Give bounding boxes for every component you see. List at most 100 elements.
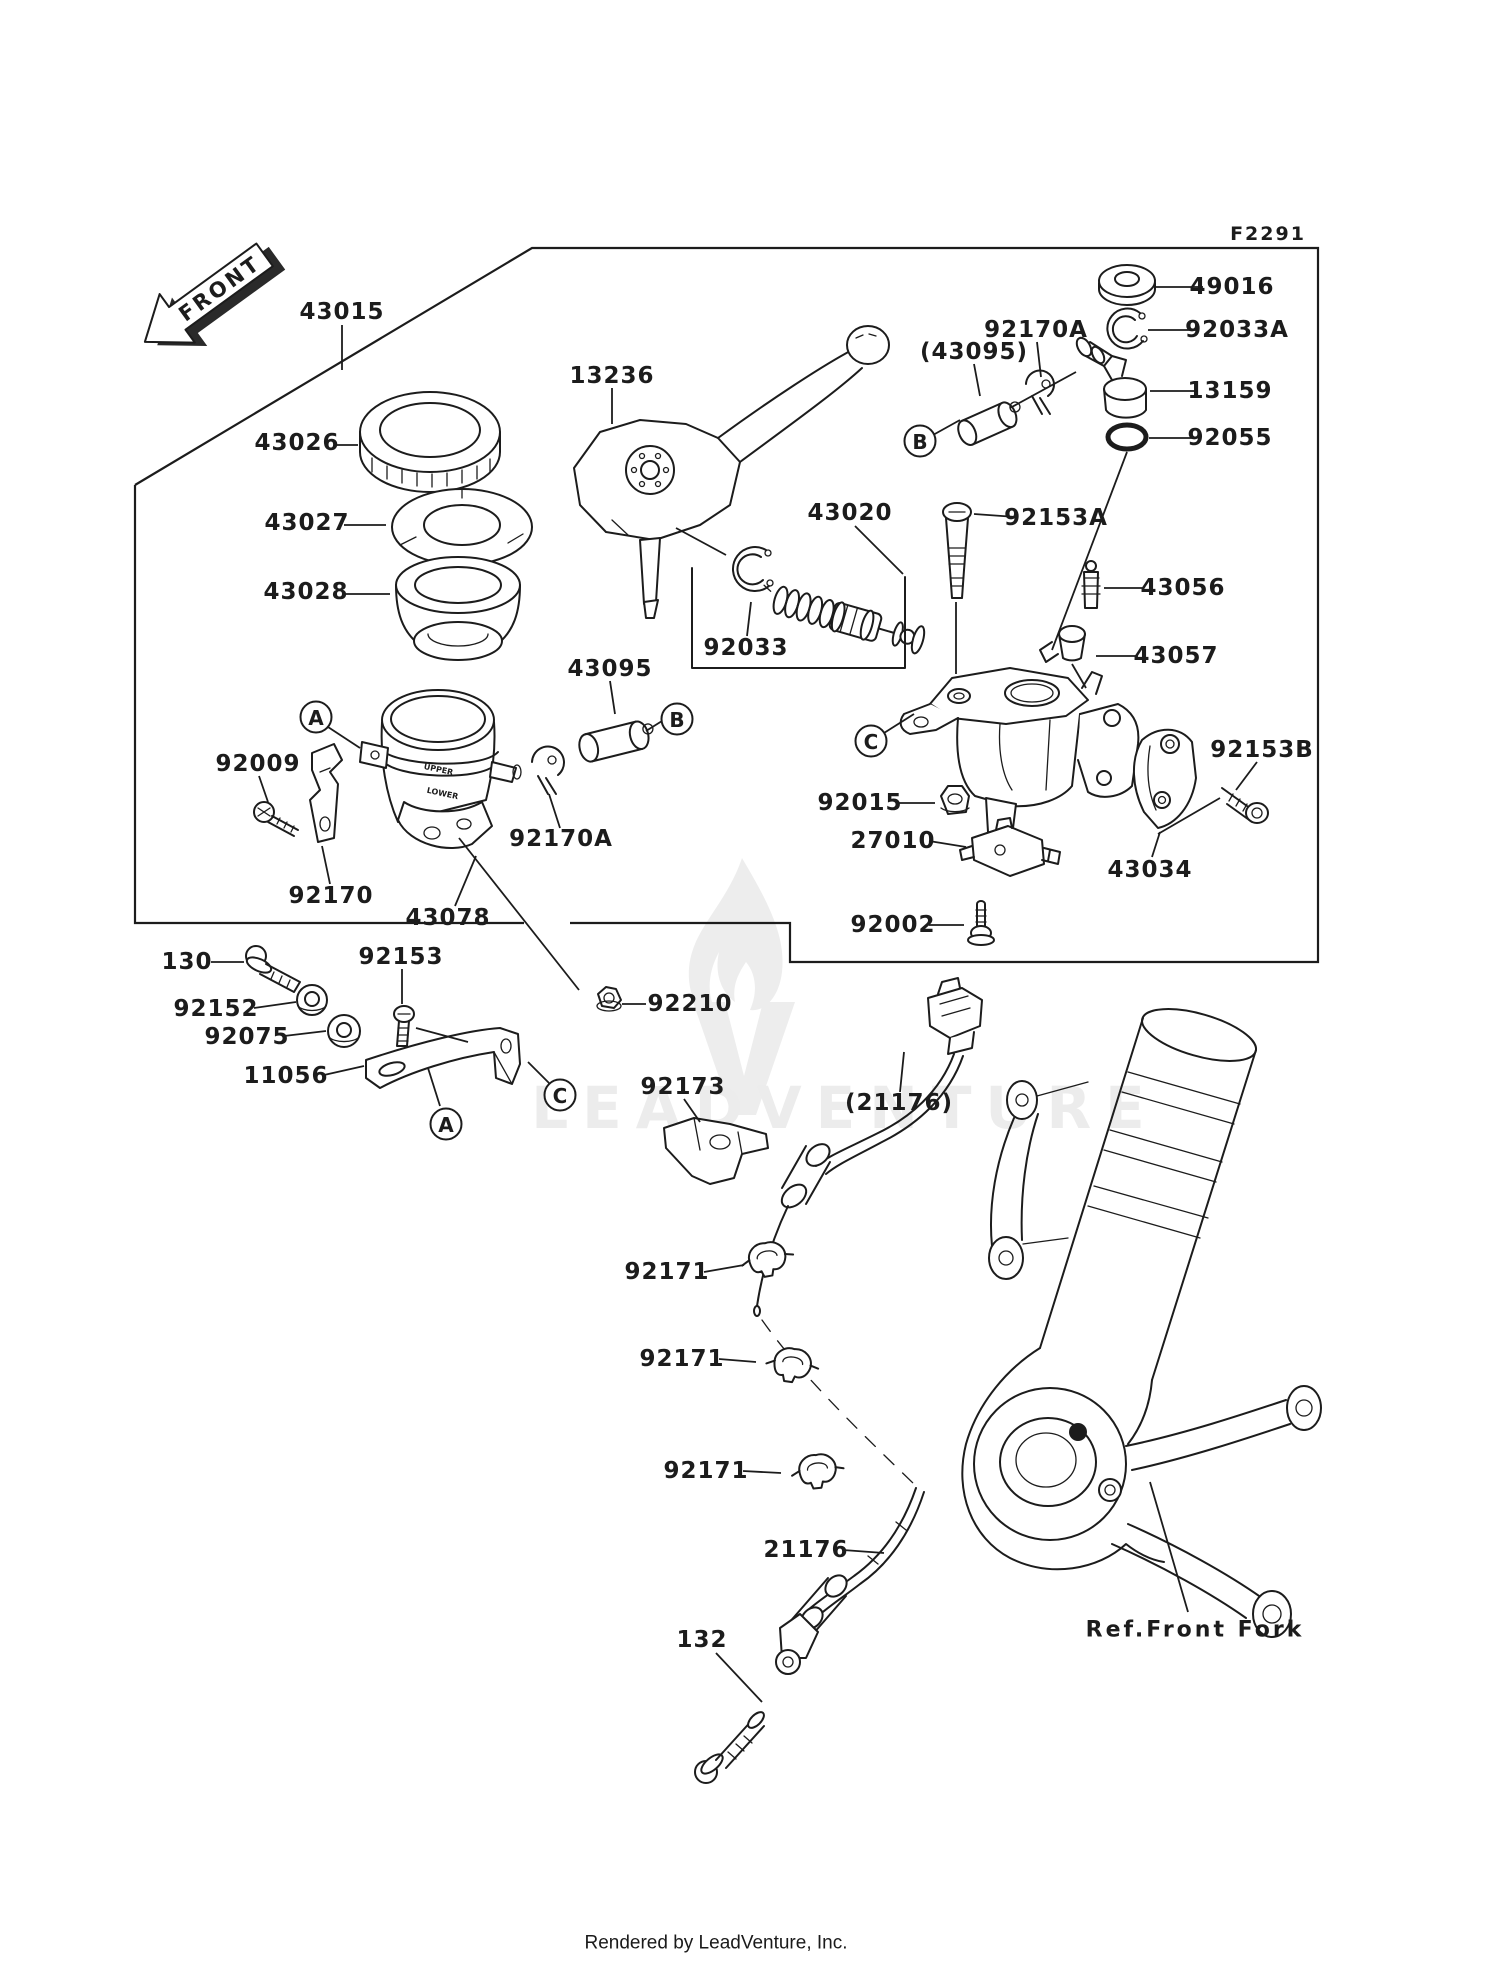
drawing-27010-switch [959, 817, 1061, 877]
drawing-43020-piston [763, 584, 926, 655]
drawing-92152-grommet [296, 984, 328, 1016]
callout-letter-A: A [429, 1107, 463, 1141]
drawing-43095-hose-top [957, 401, 1021, 446]
part-label-92153B: 92153B [1210, 737, 1314, 763]
svg-text:B: B [912, 430, 927, 454]
part-label-43027: 43027 [264, 510, 349, 536]
part-label-92153A: 92153A [1004, 505, 1108, 531]
drawing-92153b-screw [1221, 787, 1269, 824]
drawing-92170-bracket [309, 743, 343, 843]
drawing-21176-sensor-lower [775, 1487, 925, 1675]
drawing-92033a-snap-ring [1106, 307, 1148, 350]
drawing-43078-reservoir: UPPER LOWER [359, 689, 522, 849]
ref-front-fork-label: Ref.Front Fork [1086, 1618, 1305, 1643]
part-label-92171: 92171 [639, 1346, 724, 1372]
svg-text:B: B [669, 708, 684, 732]
callout-letter-A: A [299, 700, 333, 734]
watermark-logo [688, 858, 795, 1115]
part-label-92075: 92075 [204, 1024, 289, 1050]
part-label-21176: 21176 [763, 1537, 848, 1563]
drawing-43057-cap [1039, 625, 1086, 663]
svg-text:A: A [308, 706, 324, 730]
part-label-11056: 11056 [243, 1063, 328, 1089]
part-label-92210: 92210 [647, 991, 732, 1017]
part-label-92009: 92009 [215, 751, 300, 777]
drawing-43056-bleeder [1081, 560, 1101, 609]
drawing-130-bolt [245, 945, 301, 993]
footer-credit: Rendered by LeadVenture, Inc. [584, 1933, 847, 1954]
part-labels: 43015132364302643027430284901692033A1315… [161, 274, 1314, 1653]
front-arrow: FRONT [143, 242, 286, 346]
drawing-92055-oring [1105, 422, 1149, 452]
watermark-text: LEADVENTURE [531, 1074, 1159, 1142]
box-border [133, 246, 1320, 964]
part-label-92153: 92153 [358, 944, 443, 970]
part-label-132: 132 [676, 1627, 727, 1653]
part-label-92170: 92170 [288, 883, 373, 909]
callout-letter-C: C [543, 1078, 577, 1112]
part-label-92173: 92173 [640, 1074, 725, 1100]
drawing-92009-screw [253, 801, 299, 837]
drawing-92173-bracket [663, 1117, 769, 1185]
drawing-43028-boot [395, 556, 521, 661]
drawing-11056-bracket [365, 1027, 521, 1089]
part-label-130: 130 [161, 949, 212, 975]
drawing-92170a-clamp-left [531, 745, 565, 795]
drawing-43027-plate [391, 488, 533, 566]
part-label-49016: 49016 [1189, 274, 1274, 300]
svg-text:C: C [553, 1084, 568, 1108]
drawing-43026-cap [359, 391, 501, 493]
part-label-92033: 92033 [703, 635, 788, 661]
part-label-43034: 43034 [1107, 857, 1192, 883]
drawing-92002-bolt [967, 900, 995, 946]
part-label-43095: 43095 [567, 656, 652, 682]
part-label-27010: 27010 [850, 828, 935, 854]
drawing-43095-hose-left [578, 720, 654, 763]
drawing-92171-clamps [741, 1241, 845, 1490]
drawing-13159-elbow [1075, 336, 1147, 419]
callout-letters: A B B C C A [299, 424, 937, 1141]
diagram-code: F2291 [1230, 223, 1306, 245]
drawing-43034-clamp [1132, 728, 1197, 829]
callout-letter-C: C [854, 724, 888, 758]
part-label-92170A: 92170A [984, 317, 1088, 343]
part-label-92171: 92171 [663, 1458, 748, 1484]
part-label-43028: 43028 [263, 579, 348, 605]
part-label-92002: 92002 [850, 912, 935, 938]
part-label-43095: (43095) [920, 339, 1028, 365]
drawing-92033-snap-ring [731, 546, 774, 593]
callout-letter-B: B [660, 702, 694, 736]
drawing-92210-nut [596, 986, 622, 1012]
part-label-43057: 43057 [1133, 643, 1218, 669]
drawing-master-cylinder [899, 667, 1140, 849]
callout-letter-B: B [903, 424, 937, 458]
drawing-front-fork [961, 1008, 1322, 1638]
part-label-43026: 43026 [254, 430, 339, 456]
drawing-92153-screw [393, 1005, 415, 1047]
drawing-49016-washer [1098, 264, 1156, 306]
svg-text:A: A [438, 1113, 454, 1137]
part-label-92171: 92171 [624, 1259, 709, 1285]
part-label-92033A: 92033A [1185, 317, 1289, 343]
drawing-43020-bracket [691, 567, 906, 669]
part-label-21176: (21176) [845, 1090, 953, 1116]
leader-lines [211, 286, 1258, 1703]
drawing-92015-nut [940, 785, 970, 815]
part-label-43078: 43078 [405, 905, 490, 931]
part-label-13159: 13159 [1187, 378, 1272, 404]
part-label-43020: 43020 [807, 500, 892, 526]
part-label-92152: 92152 [173, 996, 258, 1022]
part-label-13236: 13236 [569, 363, 654, 389]
drawing-92075-grommet [327, 1014, 361, 1048]
svg-text:C: C [864, 730, 879, 754]
part-label-92015: 92015 [817, 790, 902, 816]
drawing-13236-lever [573, 325, 890, 619]
part-label-43056: 43056 [1140, 575, 1225, 601]
part-label-92055: 92055 [1187, 425, 1272, 451]
part-label-43015: 43015 [299, 299, 384, 325]
drawing-92153a-screw [942, 502, 972, 599]
part-label-92170A: 92170A [509, 826, 613, 852]
drawing-132-bolt [694, 1711, 765, 1784]
